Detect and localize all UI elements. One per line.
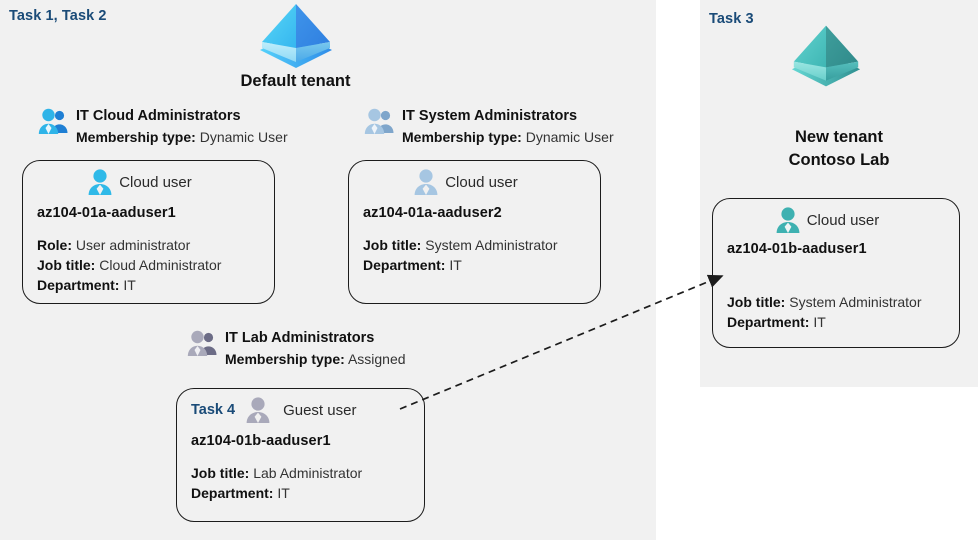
attr-value: System Administrator — [789, 294, 922, 310]
card-user-type-label: Cloud user — [806, 211, 880, 229]
attr-label: Job title: — [37, 256, 96, 273]
card-username: az104-01a-aaduser2 — [363, 205, 502, 221]
cloud-user-icon — [87, 168, 113, 196]
card-user-type-label: Cloud user — [445, 173, 518, 191]
cloud-user-icon — [413, 168, 439, 196]
group-name: IT System Administrators — [402, 108, 578, 124]
cloud-user-icon — [775, 206, 801, 234]
membership-value: Dynamic User — [199, 129, 288, 146]
attr-label: Job title: — [191, 465, 250, 481]
tenant-title-line-2: Contoso Lab — [788, 150, 890, 169]
task-label-3: Task 3 — [709, 11, 754, 27]
default-tenant-title: Default tenant — [188, 70, 403, 93]
group-membership: Membership type: Dynamic User — [402, 127, 614, 148]
card-user-type-row: Cloud user — [349, 161, 600, 196]
group-name: IT Cloud Administrators — [76, 108, 241, 124]
attr-value: IT — [813, 313, 826, 330]
user-card-aaduser2-default[interactable]: Cloud user az104-01a-aaduser2 Job title:… — [348, 160, 601, 304]
guest-user-icon — [245, 396, 271, 424]
card-attributes: Role: User administrator Job title: Clou… — [23, 236, 274, 296]
task-label-1-2: Task 1, Task 2 — [9, 8, 107, 24]
card-attributes: Job title: System Administrator Departme… — [713, 293, 959, 333]
azure-ad-tenant-icon-new — [790, 23, 862, 89]
card-user-type-row: Task 4 Guest user — [177, 389, 424, 424]
card-user-type-row: Cloud user — [23, 161, 274, 196]
attr-label: Department: — [37, 276, 120, 293]
card-user-type-label: Cloud user — [119, 173, 192, 191]
attr-label: Department: — [191, 484, 274, 501]
card-username: az104-01a-aaduser1 — [37, 205, 176, 221]
user-card-aaduser1-contoso[interactable]: Cloud user az104-01b-aaduser1 Job title:… — [712, 198, 960, 348]
new-tenant-title: New tenant Contoso Lab — [716, 126, 962, 172]
attr-value: User administrator — [75, 237, 191, 253]
group-it-lab-administrators: IT Lab Administrators Membership type: A… — [187, 328, 406, 370]
membership-label: Membership type: — [402, 129, 522, 146]
group-membership: Membership type: Dynamic User — [76, 127, 288, 148]
attr-role: Role: User administrator — [37, 236, 274, 256]
membership-value: Dynamic User — [525, 129, 614, 146]
card-user-type-row: Cloud user — [713, 199, 959, 234]
tenant-title-line-1: New tenant — [794, 128, 883, 146]
attr-value: IT — [123, 276, 136, 293]
attr-department: Department: IT — [363, 256, 600, 276]
attr-value: IT — [277, 484, 290, 501]
attr-label: Job title: — [727, 294, 786, 310]
tenant-title-line: Default tenant — [240, 72, 351, 90]
attr-department: Department: IT — [727, 313, 959, 333]
attr-job-title: Job title: System Administrator — [363, 236, 600, 256]
attr-department: Department: IT — [37, 276, 274, 296]
membership-label: Membership type: — [225, 351, 345, 368]
attr-label: Job title: — [363, 237, 422, 253]
attr-label: Department: — [727, 313, 810, 330]
attr-job-title: Job title: Lab Administrator — [191, 464, 424, 484]
attr-label: Role: — [37, 237, 72, 253]
card-attributes: Job title: System Administrator Departme… — [349, 236, 600, 276]
attr-value: IT — [449, 256, 462, 273]
user-card-aaduser1-default[interactable]: Cloud user az104-01a-aaduser1 Role: User… — [22, 160, 275, 304]
attr-job-title: Job title: Cloud Administrator — [37, 256, 274, 276]
attr-value: Cloud Administrator — [99, 256, 222, 273]
group-name: IT Lab Administrators — [225, 330, 375, 346]
group-users-icon — [364, 108, 396, 136]
attr-department: Department: IT — [191, 484, 424, 504]
group-membership: Membership type: Assigned — [225, 349, 406, 370]
attr-label: Department: — [363, 256, 446, 273]
membership-value: Assigned — [347, 351, 406, 368]
card-user-type-label: Guest user — [283, 401, 357, 419]
group-users-icon — [187, 330, 219, 358]
group-it-system-administrators: IT System Administrators Membership type… — [364, 106, 614, 148]
user-card-guest-aaduser1[interactable]: Task 4 Guest user az104-01b-aaduser1 Job… — [176, 388, 425, 522]
card-username: az104-01b-aaduser1 — [727, 241, 867, 257]
group-users-icon — [38, 108, 70, 136]
group-it-cloud-administrators: IT Cloud Administrators Membership type:… — [38, 106, 288, 148]
attr-job-title: Job title: System Administrator — [727, 293, 959, 313]
task-label-4: Task 4 — [191, 402, 236, 418]
azure-ad-tenant-icon-default — [258, 2, 334, 70]
attr-value: System Administrator — [425, 237, 558, 253]
attr-value: Lab Administrator — [253, 465, 363, 481]
card-attributes: Job title: Lab Administrator Department:… — [177, 464, 424, 504]
card-username: az104-01b-aaduser1 — [191, 433, 331, 449]
membership-label: Membership type: — [76, 129, 196, 146]
